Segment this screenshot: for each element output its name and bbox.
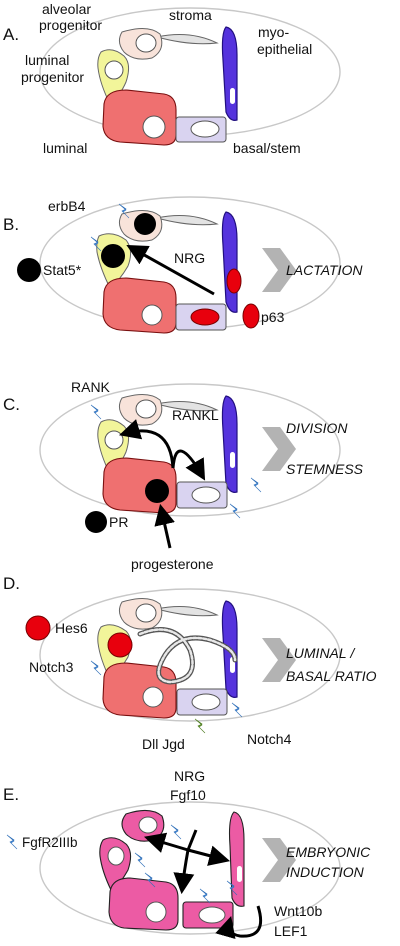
curved-arrow-icon bbox=[215, 905, 263, 940]
p63-legend-dot bbox=[242, 303, 260, 329]
stat5-legend-dot bbox=[17, 258, 41, 282]
rankl-label: RANKL bbox=[172, 407, 219, 423]
embryonic-nucleus bbox=[138, 816, 158, 834]
p63-label: p63 bbox=[261, 309, 285, 325]
chevron-arrow-icon bbox=[262, 638, 296, 682]
stat5-nucleus-alveolar bbox=[134, 213, 156, 235]
rank-label: RANK bbox=[71, 379, 111, 395]
alveolar-progenitor-nucleus bbox=[135, 33, 157, 53]
erbB4-label: erbB4 bbox=[48, 198, 86, 214]
lactation-label: LACTATION bbox=[286, 262, 363, 278]
stroma-cell bbox=[156, 401, 219, 412]
embryonic-nucleus bbox=[237, 866, 242, 882]
luminal-ratio-label: LUMINAL / bbox=[286, 645, 356, 661]
luminal-nucleus bbox=[141, 304, 163, 326]
fgfr2-legend-icon bbox=[6, 834, 18, 850]
embryonic-cell-right bbox=[228, 811, 245, 907]
lef1-label: LEF1 bbox=[274, 923, 308, 939]
panel-a: A. alveolar progenitor stroma myo- epith… bbox=[3, 1, 341, 156]
stroma-cell bbox=[156, 34, 219, 45]
luminal-nucleus bbox=[142, 686, 164, 708]
myoepithelial-nucleus bbox=[230, 88, 235, 104]
progesterone-arrow bbox=[154, 503, 175, 549]
panel-e: E. NRG Fgf10 FgfR2IIIb Wnt10b LEF1 EMBRY… bbox=[3, 768, 371, 940]
pr-nucleus-luminal bbox=[145, 479, 169, 503]
chevron-arrow-icon bbox=[262, 248, 296, 292]
basal-stem-label: basal/stem bbox=[233, 140, 301, 156]
nrg-arrow bbox=[126, 244, 215, 296]
chevron-arrow-icon bbox=[262, 838, 296, 882]
alveolar-progenitor-nucleus bbox=[135, 603, 157, 623]
induction-label: INDUCTION bbox=[286, 864, 365, 880]
notch4-label: Notch4 bbox=[247, 731, 292, 747]
luminal-progenitor-label-2: progenitor bbox=[21, 69, 84, 85]
pr-legend-dot bbox=[85, 511, 107, 533]
stroma-cell bbox=[156, 215, 219, 226]
wnt10b-label: Wnt10b bbox=[274, 903, 322, 919]
stat5-label: Stat5* bbox=[43, 262, 82, 278]
panel-c: C. RANK RANKL PR progesterone DIVISION S… bbox=[3, 379, 364, 572]
alveolar-progenitor-nucleus bbox=[135, 399, 157, 419]
hes6-label: Hes6 bbox=[55, 620, 88, 636]
panel-c-letter: C. bbox=[3, 395, 20, 414]
luminal-cell bbox=[102, 277, 177, 334]
stroma-label: stroma bbox=[169, 7, 212, 23]
rankl-arrow-right bbox=[171, 449, 206, 481]
luminal-label: luminal bbox=[43, 140, 87, 156]
progesterone-label: progesterone bbox=[131, 556, 214, 572]
rankl-arrow-left bbox=[118, 419, 175, 469]
panel-d: D. Hes6 Notch3 Dll Jgd Notch4 LUMINAL / … bbox=[3, 574, 377, 752]
stat5-nucleus-luminal-progenitor bbox=[101, 244, 125, 268]
basal-ratio-label: BASAL RATIO bbox=[286, 668, 377, 684]
nrg-fgf10-arrow-right bbox=[187, 845, 231, 866]
nrg-fgf10-arrow-down bbox=[173, 849, 195, 895]
basal-stem-nucleus bbox=[190, 120, 220, 138]
nrg-label: NRG bbox=[174, 768, 205, 784]
panel-b: B. erbB4 Stat5* NRG p63 LACTATION bbox=[3, 196, 363, 334]
luminal-progenitor-label-1: luminal bbox=[25, 52, 69, 68]
nrg-label: NRG bbox=[174, 250, 205, 266]
embryonic-nucleus bbox=[145, 901, 167, 923]
basal-stem-nucleus bbox=[191, 486, 221, 504]
p63-nucleus-basal bbox=[190, 308, 220, 326]
myoepithelial-nucleus bbox=[230, 452, 235, 468]
progenitor-label: progenitor bbox=[39, 17, 102, 33]
luminal-progenitor-nucleus bbox=[104, 60, 124, 80]
myoepithelial-cell bbox=[221, 395, 238, 493]
notch3-label: Notch3 bbox=[29, 659, 74, 675]
knot-icon bbox=[137, 627, 238, 685]
panel-b-letter: B. bbox=[3, 215, 19, 234]
luminal-nucleus bbox=[142, 115, 166, 139]
p63-nucleus-myo bbox=[226, 268, 242, 294]
fgfr2iiib-label: FgfR2IIIb bbox=[22, 835, 78, 850]
nrg-fgf10-arrow-up bbox=[186, 829, 198, 851]
division-label: DIVISION bbox=[286, 420, 348, 436]
panel-d-letter: D. bbox=[3, 574, 20, 593]
embryonic-nucleus bbox=[198, 906, 226, 924]
luminal-cell bbox=[102, 662, 177, 719]
stemness-label: STEMNESS bbox=[286, 461, 364, 477]
embryonic-label: EMBRYONIC bbox=[286, 844, 371, 860]
luminal-progenitor-nucleus bbox=[104, 430, 124, 450]
luminal-cell bbox=[102, 89, 177, 146]
fgf10-label: Fgf10 bbox=[170, 787, 206, 803]
pr-label: PR bbox=[109, 514, 128, 530]
epithelial-label: epithelial bbox=[257, 41, 312, 57]
panel-e-letter: E. bbox=[3, 785, 19, 804]
hes6-legend-dot bbox=[25, 615, 51, 641]
nrg-fgf10-arrow-left bbox=[143, 832, 189, 853]
alveolar-label: alveolar bbox=[42, 1, 91, 17]
hes6-nucleus bbox=[107, 632, 133, 658]
panel-a-letter: A. bbox=[3, 25, 19, 44]
chevron-arrow-icon bbox=[262, 427, 296, 471]
stroma-cell bbox=[156, 606, 219, 617]
myo-label: myo- bbox=[258, 24, 289, 40]
basal-stem-nucleus bbox=[191, 693, 221, 711]
embryonic-nucleus bbox=[107, 846, 125, 866]
embryonic-cell-bottom bbox=[108, 877, 179, 931]
dll-jgd-label: Dll Jgd bbox=[142, 736, 185, 752]
